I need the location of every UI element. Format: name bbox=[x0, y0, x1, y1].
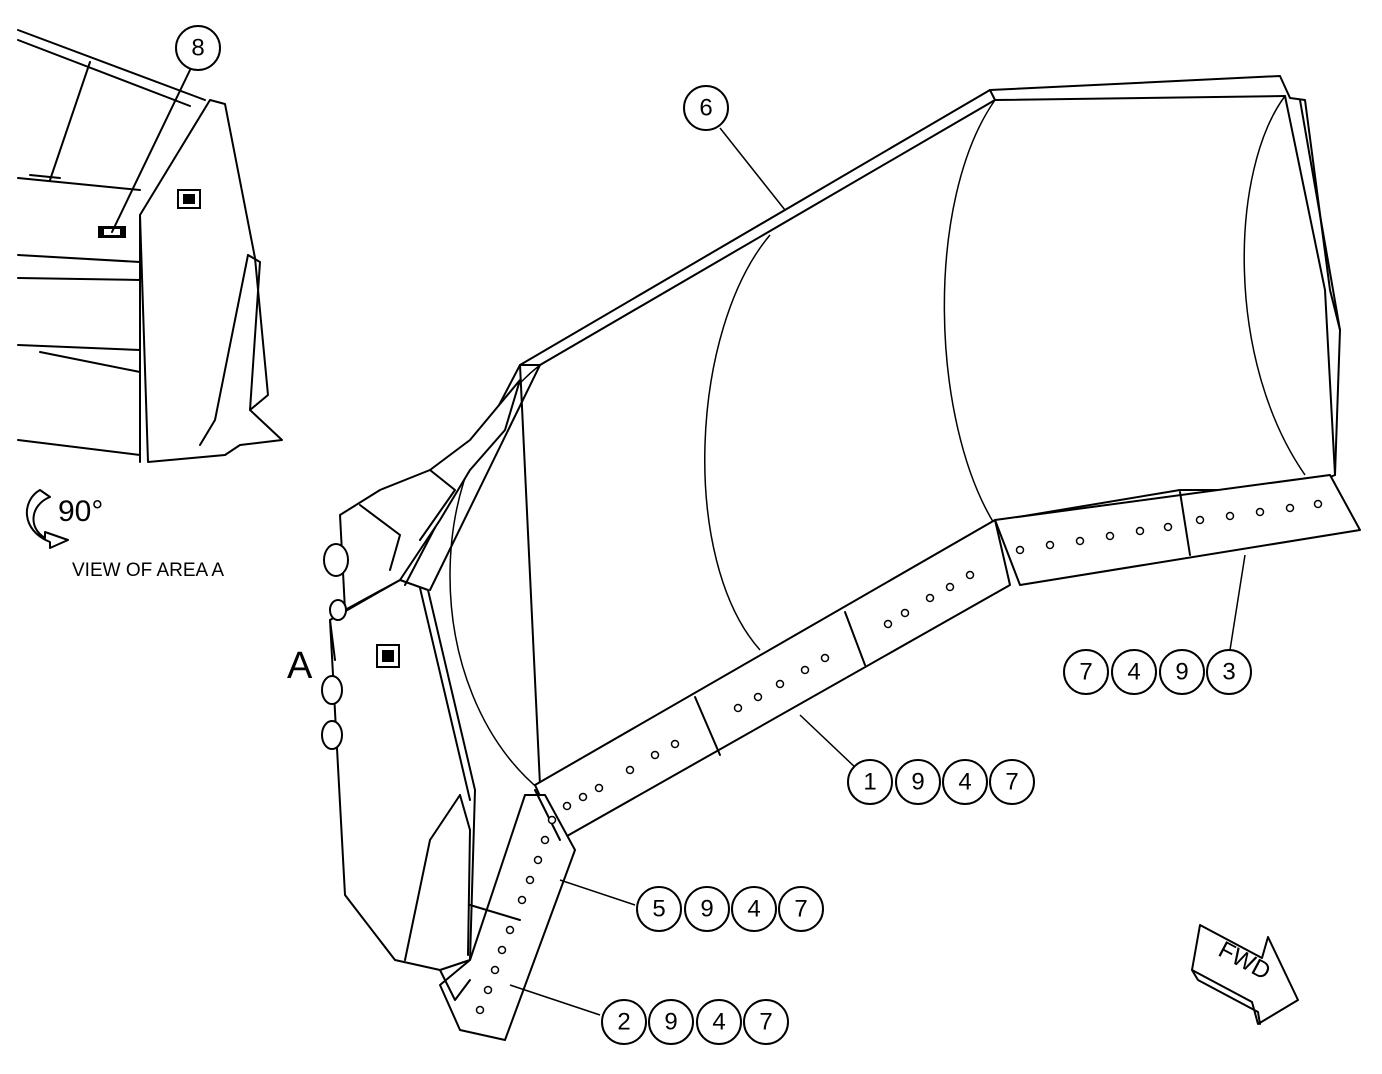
svg-text:8: 8 bbox=[191, 35, 204, 62]
callout-group-end-bit-lower: 2 9 4 7 bbox=[601, 999, 789, 1045]
rotation-arrow-icon bbox=[26, 489, 69, 549]
svg-text:7: 7 bbox=[1005, 769, 1018, 796]
callout-group-end-bit-upper: 5 9 4 7 bbox=[636, 886, 824, 932]
dozer-blade bbox=[321, 75, 1361, 1041]
end-bit-bolt-holes bbox=[475, 815, 557, 1015]
svg-text:4: 4 bbox=[712, 1009, 725, 1036]
rotation-label: 90° bbox=[58, 495, 103, 528]
area-marker: A bbox=[287, 645, 313, 687]
svg-text:4: 4 bbox=[747, 896, 760, 923]
svg-text:3: 3 bbox=[1222, 659, 1235, 686]
svg-text:4: 4 bbox=[958, 769, 971, 796]
svg-text:2: 2 bbox=[617, 1009, 630, 1036]
svg-text:9: 9 bbox=[911, 769, 924, 796]
cutting-edge-bolt-holes bbox=[562, 499, 1323, 811]
svg-text:6: 6 bbox=[699, 95, 712, 122]
svg-text:5: 5 bbox=[652, 896, 665, 923]
svg-text:7: 7 bbox=[759, 1009, 772, 1036]
view-caption: VIEW OF AREA A bbox=[72, 560, 224, 581]
callout-6: 6 bbox=[683, 85, 729, 131]
callout-group-center-edge: 1 9 4 7 bbox=[847, 759, 1035, 805]
svg-text:4: 4 bbox=[1127, 659, 1140, 686]
callout-8: 8 bbox=[175, 25, 221, 71]
callout-group-right-edge: 7 4 9 3 bbox=[1063, 649, 1252, 695]
svg-text:9: 9 bbox=[700, 896, 713, 923]
detail-view-area-a: 8 bbox=[17, 25, 283, 463]
svg-text:9: 9 bbox=[664, 1009, 677, 1036]
svg-text:1: 1 bbox=[863, 769, 876, 796]
fwd-arrow-icon: FWD bbox=[1191, 924, 1299, 1025]
svg-text:7: 7 bbox=[794, 896, 807, 923]
svg-text:7: 7 bbox=[1079, 659, 1092, 686]
leader-lines bbox=[509, 127, 1246, 1016]
svg-text:9: 9 bbox=[1175, 659, 1188, 686]
